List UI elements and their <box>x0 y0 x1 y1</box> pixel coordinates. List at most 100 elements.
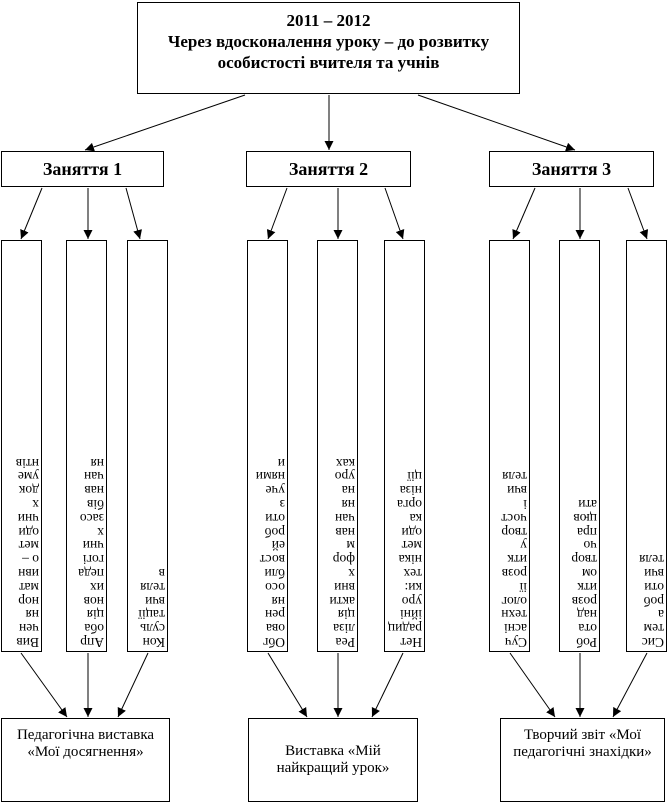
column-text-fragment: чни <box>82 538 104 554</box>
main-topic-year: 2011 – 2012 <box>286 11 371 30</box>
column-text-fragment: вни <box>334 579 355 595</box>
session-2-label: Заняття 2 <box>288 159 369 179</box>
result-2-box: Виставка «Мій найкращий урок» <box>248 718 418 802</box>
session-2-box: Заняття 2 <box>246 151 411 187</box>
column-text-fragment: теля <box>502 469 527 485</box>
column-text-fragment: тем <box>643 621 664 637</box>
column-text-fragment: ей <box>271 538 285 554</box>
column-text-fragment: Реа <box>335 635 355 650</box>
column-text-fragment: акти <box>329 593 356 609</box>
column-text-fragment: асні <box>504 621 527 637</box>
column-text-fragment: розв <box>571 593 597 609</box>
main-topic-title-line2: особистості вчителя та учнів <box>217 53 440 72</box>
column-text-fragment: у <box>520 538 527 554</box>
column-text-fragment: вчи <box>145 593 165 609</box>
main-topic-box: 2011 – 2012 Через вдосконалення уроку – … <box>137 2 520 94</box>
session-1-box: Заняття 1 <box>1 151 164 187</box>
column-text-fragment: ція <box>337 607 355 623</box>
column-text-fragment: х <box>32 497 39 513</box>
column-text-fragment: ках <box>335 455 355 471</box>
column-text-fragment: нор <box>18 593 39 609</box>
column-text-fragment: розв <box>501 566 527 582</box>
column-text-fragment: педа <box>78 566 104 582</box>
column-text-fragment: оти <box>644 579 664 595</box>
column-text-fragment: в <box>158 566 165 582</box>
column-text-fragment: фор <box>332 552 355 568</box>
column-text-fragment: чост <box>501 510 527 526</box>
column-text-fragment: м <box>346 538 355 554</box>
column-text-fragment: мет <box>401 538 422 554</box>
column-text-fragment: чен <box>18 621 39 637</box>
column-text-fragment: нтів <box>15 455 39 471</box>
column-text-fragment: засо <box>79 510 104 526</box>
column-text-fragment: вост <box>259 552 285 568</box>
column-text-fragment: уро <box>334 469 355 485</box>
column-text-fragment: теля <box>639 552 664 568</box>
column-text-fragment: ивн <box>18 566 39 582</box>
column-text-fragment: оба <box>84 621 104 637</box>
column-text-fragment: Суч <box>504 635 527 650</box>
session-1-label: Заняття 1 <box>42 159 123 179</box>
column-text-fragment: уче <box>265 483 285 499</box>
column-text-fragment: і <box>523 497 527 513</box>
column-text-fragment: Вив <box>16 635 39 650</box>
column-text-fragment: оди <box>18 524 39 540</box>
column-text-fragment: олог <box>501 593 527 609</box>
column-text-fragment: ійні <box>400 607 422 623</box>
column-text-fragment: ки: <box>404 579 422 595</box>
column-text-fragment: их <box>90 579 104 595</box>
column-text-fragment: радиц <box>387 621 422 637</box>
result-3-box: Творчий звіт «Мої педагогічні знахідки» <box>500 718 665 802</box>
column-text-fragment: вчи <box>507 483 527 499</box>
session-3-box: Заняття 3 <box>489 151 654 187</box>
column-text-fragment: роб <box>264 524 285 540</box>
column-text-fragment: осо <box>265 579 285 595</box>
column-text-fragment: Сис <box>641 635 664 650</box>
column-text-fragment: техн <box>501 607 527 623</box>
column-text-fragment: ня <box>341 497 355 513</box>
column-text-fragment: ня <box>271 593 285 609</box>
column-text-fragment: ліза <box>333 621 355 637</box>
column-text-fragment: суль <box>140 621 165 637</box>
column-text-fragment: з <box>279 497 285 513</box>
column-text-fragment: тації <box>138 607 165 623</box>
column-text-fragment: чо <box>583 538 597 554</box>
result-2-text: Виставка «Мій найкращий урок» <box>276 743 390 776</box>
column-text-fragment: и <box>277 455 285 471</box>
main-topic-title-line1: Через вдосконалення уроку – до розвитку <box>167 32 490 51</box>
column-text-fragment: ція <box>86 607 104 623</box>
column-text-fragment: а <box>658 607 664 623</box>
column-text-fragment: х <box>97 524 104 540</box>
column-text-fragment: на <box>341 483 355 499</box>
column-text-fragment: Нет <box>400 635 422 650</box>
column-text-fragment: твор <box>571 552 597 568</box>
column-text-fragment: ції <box>407 469 422 485</box>
column-text-fragment: рен <box>265 607 285 623</box>
column-text-fragment: нав <box>335 524 355 540</box>
column-text-fragment: твор <box>501 524 527 540</box>
column-text-fragment: ня <box>90 455 104 471</box>
column-text-fragment: орга <box>396 497 422 513</box>
column-text-fragment: мет <box>18 538 39 554</box>
column-text-fragment: Роб <box>576 635 597 650</box>
column-text-fragment: теля <box>140 579 165 595</box>
column-text-fragment: бли <box>264 566 286 582</box>
column-text-fragment: х <box>348 566 355 582</box>
column-text-fragment: над <box>576 607 597 623</box>
column-text-fragment: чни <box>17 510 39 526</box>
column-text-fragment: цюв <box>573 510 597 526</box>
column-text-fragment: ота <box>578 621 597 637</box>
column-text-fragment: уро <box>401 593 422 609</box>
result-1-text: Педагогічна виставка «Мої досягнення» <box>16 727 155 760</box>
arrow-top-to-session-1 <box>84 94 246 152</box>
